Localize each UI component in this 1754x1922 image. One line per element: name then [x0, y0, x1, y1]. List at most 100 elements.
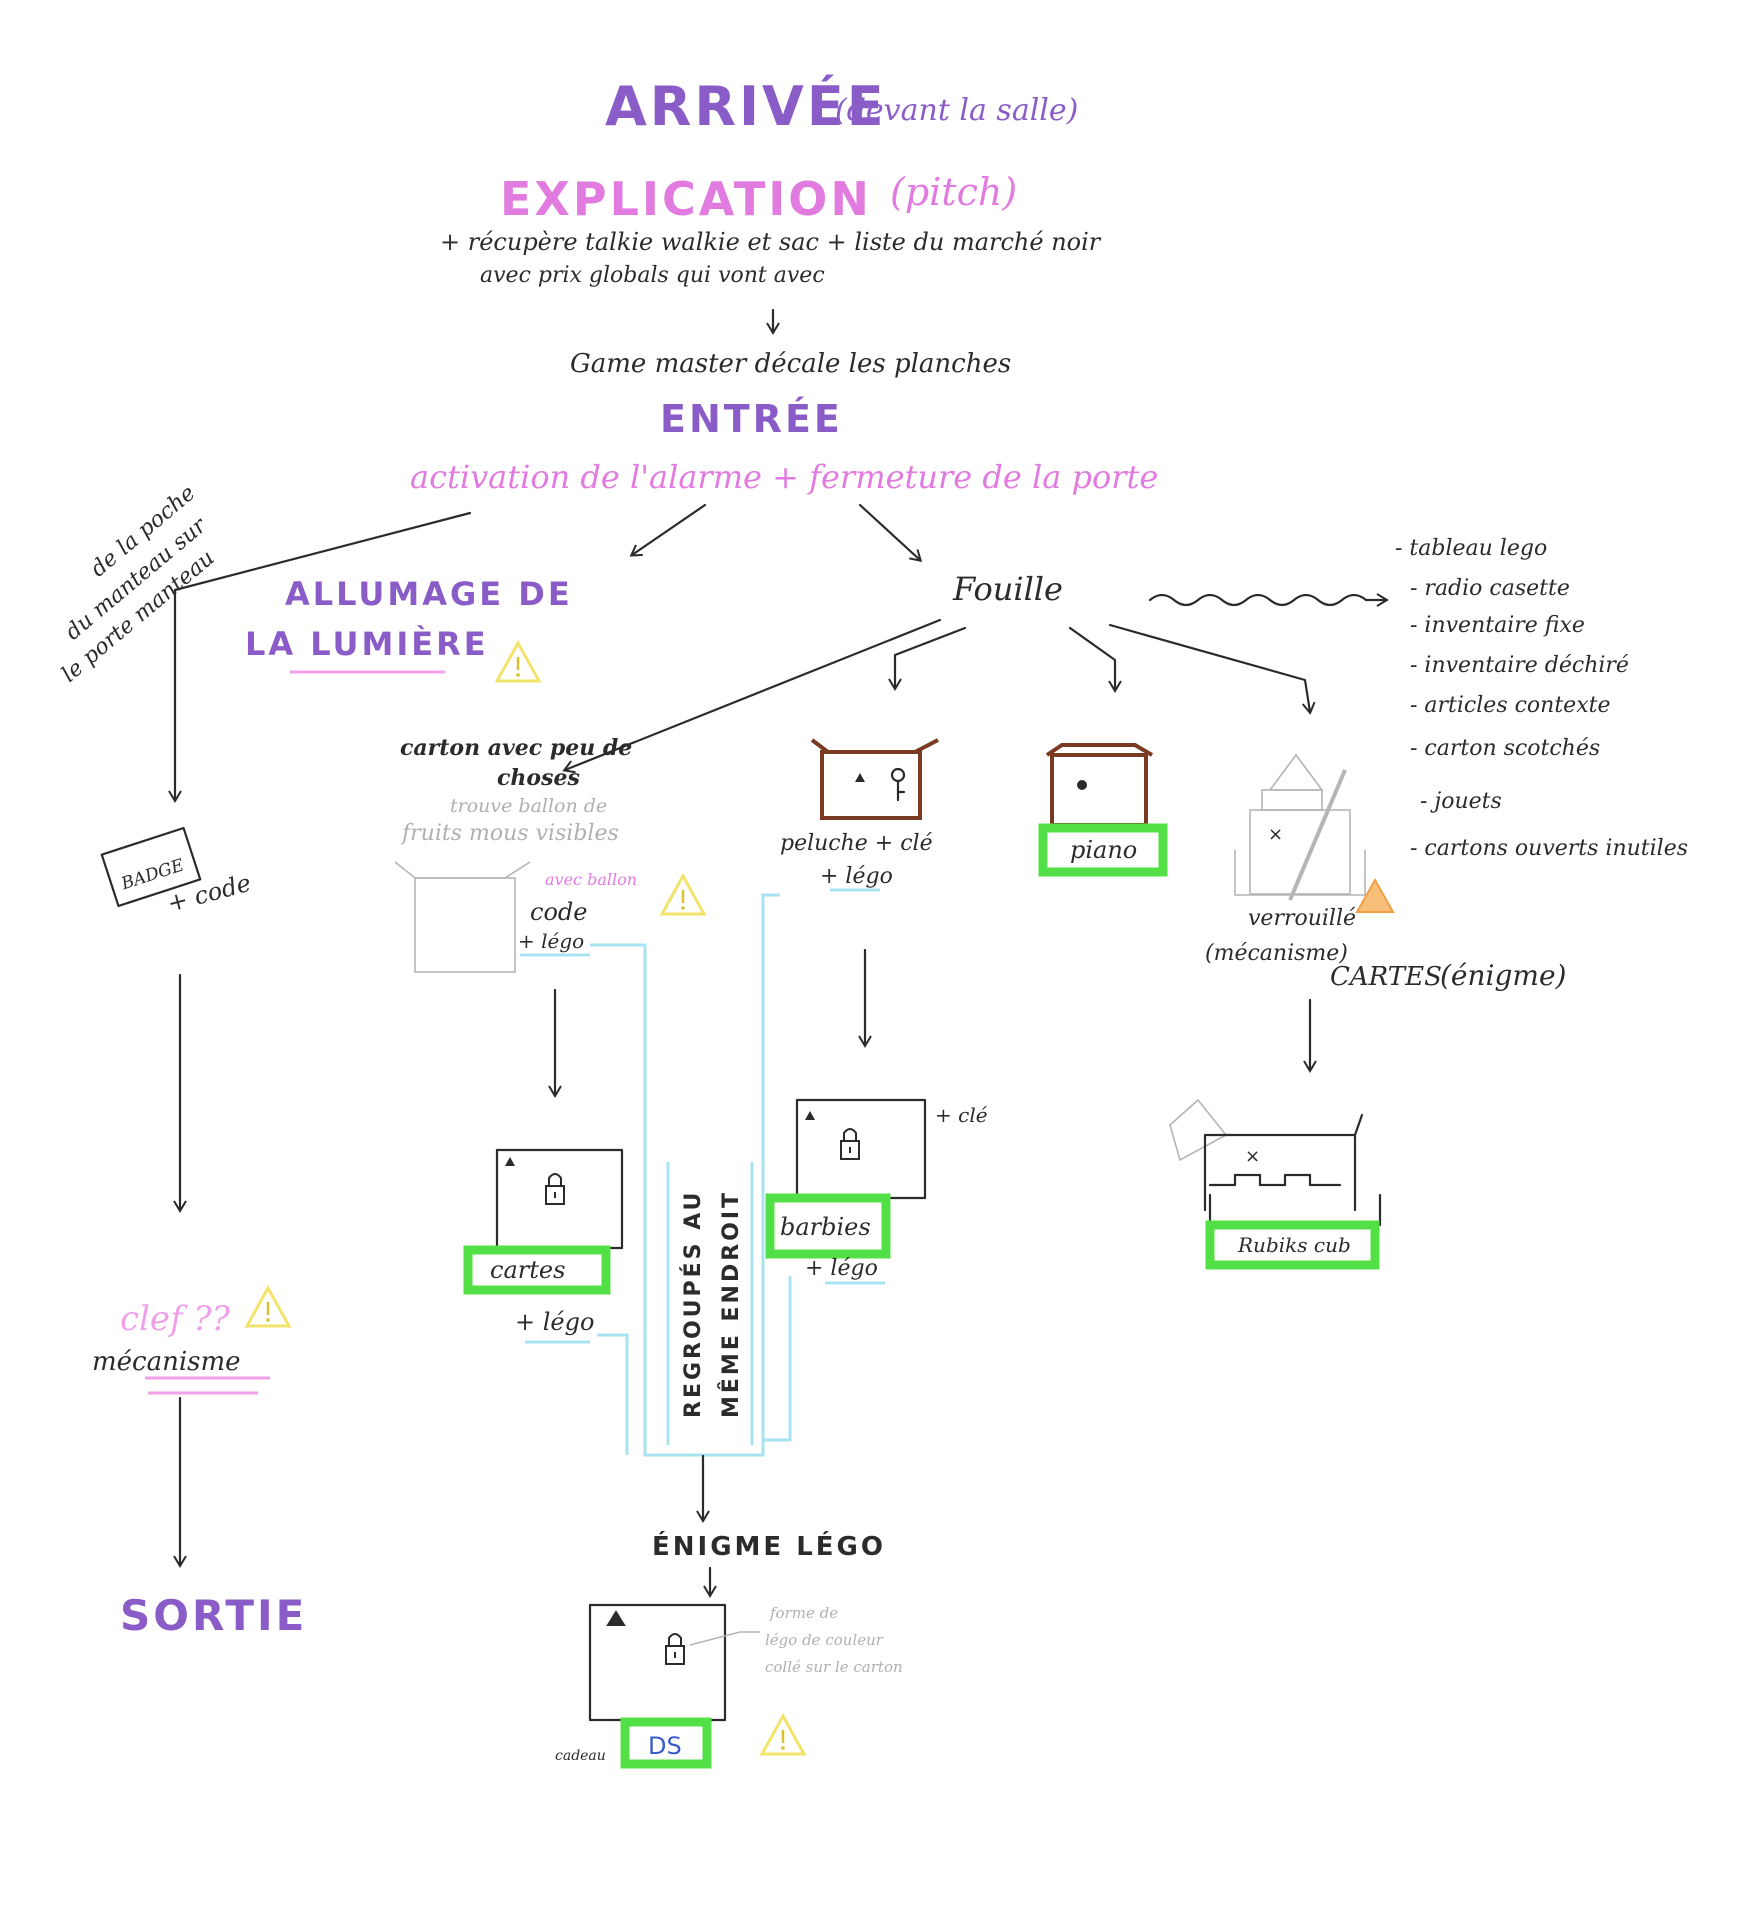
fouille-list-item: - cartons ouverts inutiles — [1410, 836, 1688, 861]
warning-icon — [1355, 877, 1395, 913]
barbies-key-label: + clé — [935, 1103, 988, 1127]
warning-icon — [660, 874, 706, 916]
mecanisme-node: clef ?? mécanisme — [92, 1286, 291, 1395]
fouille-title: Fouille — [952, 570, 1063, 608]
ds-highlight — [620, 1717, 712, 1769]
arrivee-title: ARRIVÉE — [605, 75, 887, 138]
peluche-lego-label: + légo — [820, 864, 893, 889]
regroupes-line-2: MÊME ENDROIT — [718, 1190, 744, 1418]
enigme-lego-title: ÉNIGME LÉGO — [652, 1530, 886, 1562]
badge-node: BADGE + code — [100, 826, 254, 918]
allumage-line-1: ALLUMAGE DE — [285, 575, 573, 613]
triangle-icon — [505, 1157, 515, 1166]
badge-box — [100, 826, 202, 908]
activation-text: activation de l'alarme + fermeture de la… — [410, 458, 1158, 496]
castle-icon: × — [1169, 1098, 1382, 1227]
fouille-list-item: - carton scotchés — [1410, 736, 1600, 761]
ds-label: DS — [648, 1732, 682, 1760]
carton-box-flaps — [394, 861, 531, 879]
piano-label: piano — [1070, 836, 1137, 864]
forme-line-2: légo de couleur — [765, 1631, 884, 1649]
key-icon — [890, 767, 906, 802]
wavy-arrow-to-list — [1148, 593, 1389, 607]
lock-icon — [545, 1173, 565, 1205]
arrow-to-peluche — [888, 626, 967, 691]
carton-code-label: code — [530, 898, 587, 926]
regroupes-label: REGROUPÉS AU MÊME ENDROIT — [680, 1190, 744, 1418]
cartes-box — [495, 1148, 624, 1250]
barbies-highlight — [765, 1193, 891, 1259]
barbies-node: + clé barbies + légo — [765, 1098, 988, 1285]
castle-icon: × — [1234, 753, 1366, 901]
warning-icon — [760, 1714, 806, 1756]
arrivee-node: ARRIVÉE (devant la salle) — [605, 75, 1078, 138]
peluche-node: peluche + clé + légo — [780, 738, 939, 892]
fouille-list-item: - jouets — [1420, 789, 1502, 814]
enigme-lego-node: ÉNIGME LÉGO forme de légo de couleur col… — [555, 1530, 903, 1769]
regroupes-line-1: REGROUPÉS AU — [680, 1190, 706, 1418]
triangle-icon — [855, 773, 865, 782]
svg-text:×: × — [1245, 1146, 1260, 1167]
annotation-pointer — [689, 1631, 760, 1646]
barbies-box — [795, 1098, 927, 1200]
cyan-funnel-outer — [590, 893, 780, 1457]
lock-icon — [665, 1633, 685, 1665]
piano-node: piano — [1038, 743, 1168, 877]
carton-peu-line-1: carton avec peu de — [400, 735, 632, 761]
barbies-lego-label: + légo — [805, 1256, 878, 1281]
arrow-entree-right — [858, 503, 923, 562]
carton-faint-line-1: trouve ballon de — [450, 795, 607, 817]
carton-faint-line-2: fruits mous visibles — [400, 821, 619, 846]
explication-detail-line-1: + récupère talkie walkie et sac + liste … — [440, 228, 1102, 256]
forme-line-1: forme de — [769, 1604, 838, 1622]
arrow-to-piano — [1068, 626, 1122, 693]
piano-highlight — [1038, 823, 1168, 877]
sortie-title: SORTIE — [120, 1591, 307, 1640]
peluche-label: peluche + clé — [780, 831, 933, 856]
explication-title: EXPLICATION — [500, 172, 872, 226]
mecanisme-label: mécanisme — [92, 1347, 241, 1377]
cardboard-box-icon — [1050, 753, 1148, 827]
arrow-to-carton — [562, 618, 942, 774]
manteau-note: de la poche du manteau sur le porte mant… — [57, 481, 219, 688]
explication-detail-line-2: avec prix globals qui vont avec — [480, 263, 825, 288]
warning-icon — [245, 1286, 291, 1328]
carton-peu-line-2: choses — [497, 765, 580, 791]
cyan-funnel-branch-right — [763, 1276, 792, 1442]
arrow-to-verrouille — [1108, 623, 1316, 715]
avec-ballon-label: avec ballon — [545, 870, 637, 889]
cardboard-box-icon — [414, 877, 516, 973]
arrow-entree-left — [629, 503, 707, 557]
warning-icon — [495, 641, 541, 683]
line-to-manteau — [173, 511, 472, 592]
rubiks-highlight — [1205, 1220, 1380, 1270]
entree-title: ENTRÉE — [660, 397, 843, 441]
fouille-list-item: - articles contexte — [1410, 693, 1610, 718]
allumage-node: ALLUMAGE DE LA LUMIÈRE — [245, 575, 573, 683]
triangle-icon — [805, 1111, 815, 1120]
cartes-enigme-line-1: CARTES — [1330, 962, 1442, 992]
rubiks-node: × Rubiks cub — [1169, 1098, 1382, 1270]
fouille-list-item: - tableau lego — [1395, 536, 1547, 561]
verrouille-node: × verrouillé (mécanisme) CARTES (énigme) — [1205, 753, 1566, 992]
cartes-label: cartes — [490, 1256, 565, 1284]
explication-note: (pitch) — [890, 170, 1017, 214]
verrouille-label: verrouillé — [1248, 906, 1356, 931]
cartes-lego-label: + légo — [515, 1308, 594, 1336]
cartes-enigme-line-2: (énigme) — [1440, 959, 1566, 992]
verrouille-mecanisme: (mécanisme) — [1205, 941, 1348, 966]
triangle-icon — [606, 1610, 626, 1626]
cardboard-box-icon — [820, 750, 922, 820]
piano-box-flaps — [1045, 743, 1154, 757]
cadeau-label: cadeau — [555, 1748, 606, 1764]
rubiks-label: Rubiks cub — [1237, 1233, 1351, 1257]
clef-question: clef ?? — [120, 1299, 231, 1339]
fouille-list-item: - inventaire fixe — [1410, 613, 1585, 638]
cartes-node: cartes + légo — [463, 1148, 624, 1344]
game-master-text: Game master décale les planches — [570, 349, 1011, 379]
cyan-funnel-branch-left — [597, 1333, 629, 1455]
allumage-line-2: LA LUMIÈRE — [245, 625, 489, 663]
fouille-list-item: - inventaire déchiré — [1410, 653, 1629, 678]
fouille-list-item: - radio casette — [1410, 576, 1570, 601]
